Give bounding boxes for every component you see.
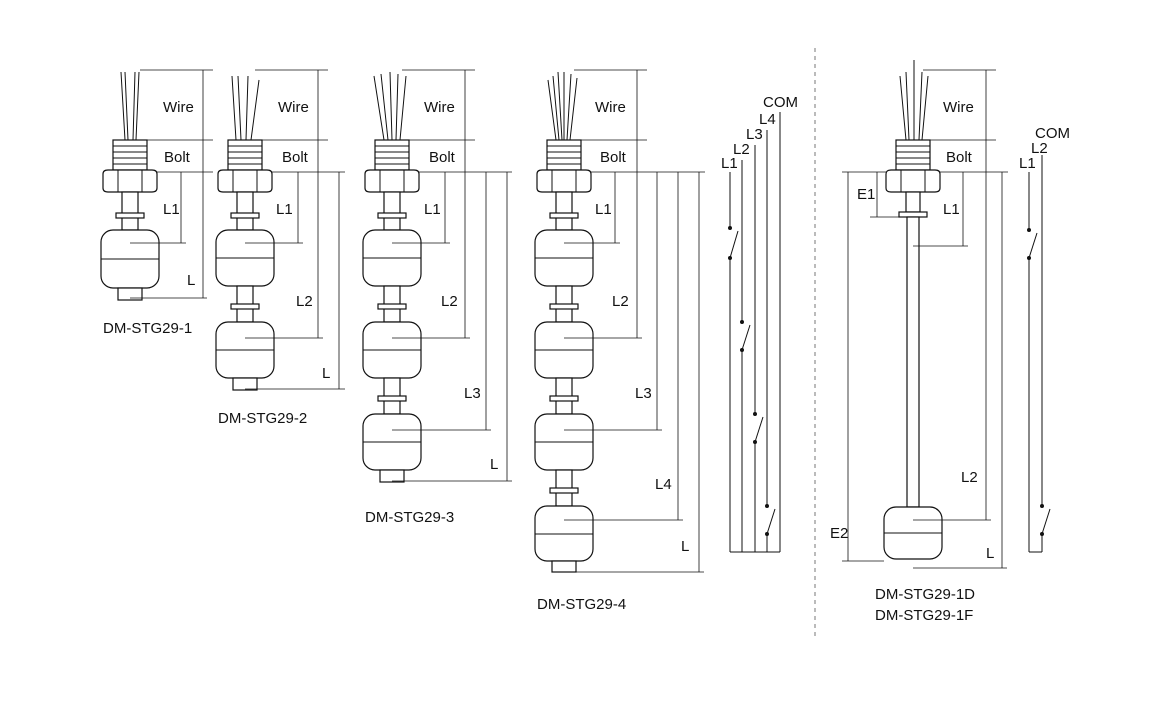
wiring-schematic-4: L1 L2 L3 L4 COM — [721, 94, 798, 553]
l-label: L — [681, 538, 689, 555]
l4-label: L4 — [655, 476, 672, 493]
wire-label: Wire — [278, 99, 309, 116]
l2-label: L2 — [1031, 140, 1048, 157]
unit-dm-stg29-1d-1f: Wire Bolt L1 L2 L E1 E2 DM-STG29-1D DM-S… — [830, 60, 1008, 624]
l1-label: L1 — [721, 155, 738, 172]
bolt-label: Bolt — [164, 149, 191, 166]
wiring-schematic-1d: L1 L2 COM — [1019, 125, 1070, 553]
l2-label: L2 — [733, 141, 750, 158]
model-caption: DM-STG29-4 — [537, 596, 626, 613]
unit-dm-stg29-1: Wire Bolt L1 L DM-STG29-1 — [100, 69, 213, 337]
l-label: L — [187, 272, 195, 289]
model-caption: DM-STG29-1 — [103, 320, 192, 337]
e2-label: E2 — [830, 525, 848, 542]
wire-label: Wire — [943, 99, 974, 116]
guide-rod — [906, 216, 920, 508]
l1-label: L1 — [424, 201, 441, 218]
unit-dm-stg29-3: Wire Bolt L1 L2 L3 L DM-STG29-3 — [362, 69, 512, 526]
unit-dm-stg29-2: Wire Bolt L1 L2 L DM-STG29-2 — [215, 69, 345, 427]
l-label: L — [322, 365, 330, 382]
l2-label: L2 — [612, 293, 629, 310]
unit-dm-stg29-4: Wire Bolt L1 L2 L3 L4 L DM-STG29-4 — [534, 69, 705, 613]
l1-label: L1 — [163, 201, 180, 218]
com-label: COM — [1035, 125, 1070, 142]
l2-label: L2 — [441, 293, 458, 310]
l-label: L — [490, 456, 498, 473]
l2-label: L2 — [296, 293, 313, 310]
l3-label: L3 — [635, 385, 652, 402]
bolt-label: Bolt — [600, 149, 627, 166]
model-caption: DM-STG29-3 — [365, 509, 454, 526]
wire-label: Wire — [163, 99, 194, 116]
model-caption: DM-STG29-1F — [875, 607, 973, 624]
e1-label: E1 — [857, 186, 875, 203]
bolt-label: Bolt — [429, 149, 456, 166]
bolt-thread — [112, 139, 148, 171]
l-label: L — [986, 545, 994, 562]
model-caption: DM-STG29-2 — [218, 410, 307, 427]
l4-label: L4 — [759, 111, 776, 128]
model-caption: DM-STG29-1D — [875, 586, 975, 603]
l1-label: L1 — [1019, 155, 1036, 172]
l1-label: L1 — [943, 201, 960, 218]
wire-label: Wire — [595, 99, 626, 116]
com-label: COM — [763, 94, 798, 111]
l1-label: L1 — [595, 201, 612, 218]
l2-label: L2 — [961, 469, 978, 486]
bolt-label: Bolt — [282, 149, 309, 166]
l1-label: L1 — [276, 201, 293, 218]
l3-label: L3 — [464, 385, 481, 402]
hex-nut — [102, 169, 158, 193]
wire-label: Wire — [424, 99, 455, 116]
l3-label: L3 — [746, 126, 763, 143]
bolt-label: Bolt — [946, 149, 973, 166]
stopper-ring — [115, 212, 145, 219]
